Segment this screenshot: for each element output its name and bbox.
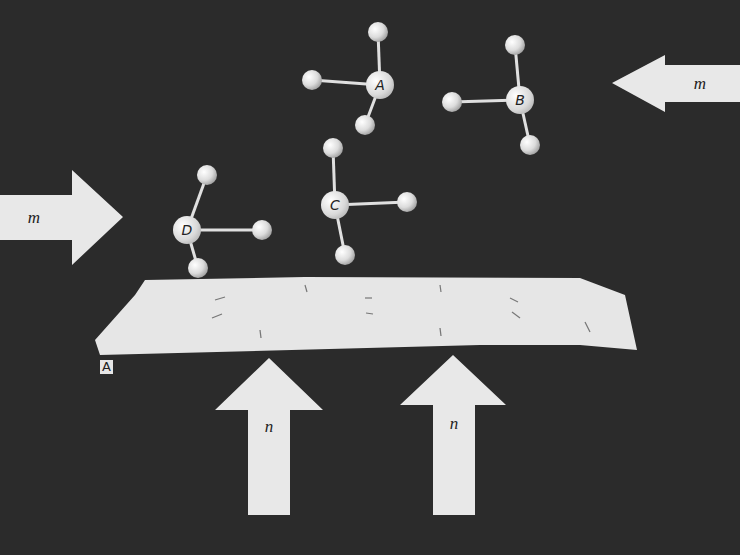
- carbon-atom: D: [173, 216, 201, 244]
- atom-balls: [188, 22, 540, 278]
- block-arrow: n: [215, 358, 323, 515]
- carbon-atom: C: [321, 191, 349, 219]
- surface-mark: [512, 312, 520, 318]
- surface-mark: [510, 298, 518, 302]
- arrow-shape: [215, 358, 323, 515]
- hydrogen-ball: [355, 115, 375, 135]
- hydrogen-ball: [505, 35, 525, 55]
- atom-letter: C: [330, 198, 340, 212]
- arrow-shape: [612, 55, 740, 112]
- arrow-label: n: [450, 415, 459, 432]
- surface-mark: [305, 285, 307, 292]
- arrow-shape: [0, 170, 123, 265]
- block-arrow: n: [400, 355, 506, 515]
- carbon-atom: B: [506, 86, 534, 114]
- hydrogen-ball: [323, 138, 343, 158]
- hydrogen-ball: [302, 70, 322, 90]
- arrow-outline: [400, 355, 506, 515]
- surface-mark: [440, 285, 441, 292]
- surface-mark: [260, 330, 261, 338]
- hydrogen-ball: [335, 245, 355, 265]
- surface-mark: [212, 314, 222, 318]
- hydrogen-ball: [188, 258, 208, 278]
- bond-sticks: [187, 32, 530, 268]
- surface-label: A: [100, 360, 113, 374]
- surface-mark: [215, 297, 225, 300]
- atom-letter: D: [182, 223, 193, 237]
- hydrogen-ball: [442, 92, 462, 112]
- block-arrow: m: [612, 55, 740, 112]
- surface-marks: [212, 285, 590, 338]
- atom-letter: A: [375, 78, 385, 92]
- arrow-label: n: [265, 418, 274, 435]
- hydrogen-ball: [252, 220, 272, 240]
- carbon-atom: A: [366, 71, 394, 99]
- surface-slab: [95, 277, 637, 355]
- hydrogen-ball: [368, 22, 388, 42]
- surface-mark: [440, 328, 441, 336]
- arrow-outline: [612, 55, 740, 112]
- hydrogen-ball: [520, 135, 540, 155]
- surface-mark: [585, 322, 590, 332]
- surface-mark: [365, 297, 372, 298]
- block-arrow: m: [0, 170, 123, 265]
- atom-letter: B: [515, 93, 525, 107]
- hydrogen-ball: [197, 165, 217, 185]
- arrow-label: m: [28, 209, 40, 226]
- arrow-label: m: [694, 75, 706, 92]
- arrow-outline: [0, 170, 123, 265]
- arrow-shape: [400, 355, 506, 515]
- hydrogen-ball: [397, 192, 417, 212]
- arrow-outline: [215, 358, 323, 515]
- surface-mark: [366, 313, 373, 314]
